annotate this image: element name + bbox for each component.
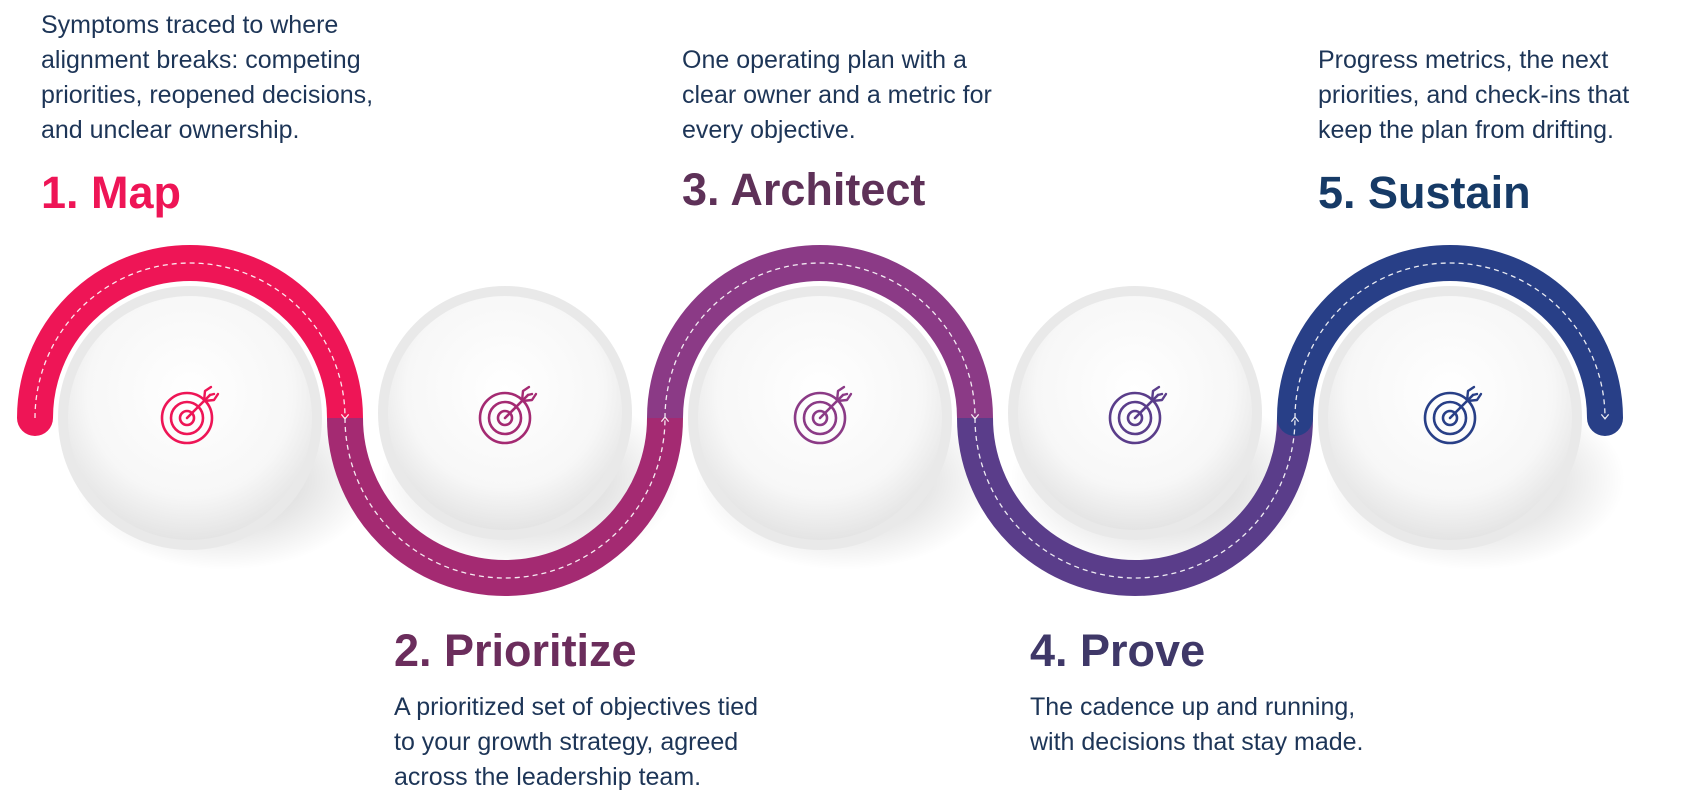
- step-2-description: A prioritized set of objectives tied to …: [394, 690, 758, 795]
- dashed-arrow-5: [1294, 262, 1610, 420]
- step-5-title: 5. Sustain: [1318, 167, 1531, 218]
- step-5-description-line: priorities, and check-ins that: [1318, 81, 1630, 109]
- dashed-arrow-1: [34, 262, 350, 420]
- step-1-description-line: alignment breaks: competing: [41, 46, 361, 74]
- step-3-description-line: One operating plan with a: [682, 46, 967, 74]
- step-4-description-line: The cadence up and running,: [1030, 693, 1356, 721]
- step-2-disc: [378, 286, 632, 540]
- step-2-description-line: A prioritized set of objectives tied: [394, 693, 759, 721]
- step-2-description-line: to your growth strategy, agreed: [394, 728, 739, 756]
- target-icon: [160, 385, 220, 445]
- step-1-description-line: and unclear ownership.: [41, 116, 300, 144]
- step-1-disc: [58, 286, 322, 550]
- step-4-disc: [1008, 286, 1262, 540]
- target-icon: [793, 385, 853, 445]
- step-5-description-line: Progress metrics, the next: [1318, 46, 1609, 74]
- step-3-description-line: every objective.: [682, 116, 856, 144]
- step-1-description: Symptoms traced to where alignment break…: [41, 8, 373, 148]
- step-4-title: 4. Prove: [1030, 625, 1206, 676]
- target-icon: [1108, 385, 1168, 445]
- step-4-description: The cadence up and running, with decisio…: [1030, 690, 1364, 760]
- step-1-description-line: priorities, reopened decisions,: [41, 81, 374, 109]
- step-2-title: 2. Prioritize: [394, 625, 637, 676]
- step-5-description: Progress metrics, the next priorities, a…: [1318, 43, 1629, 148]
- step-5-description-line: keep the plan from drifting.: [1318, 116, 1614, 144]
- step-3-description: One operating plan with a clear owner an…: [682, 43, 992, 148]
- dashed-arrow-2: [344, 416, 670, 579]
- step-3-title: 3. Architect: [682, 164, 926, 215]
- dashed-arrow-4: [974, 416, 1300, 579]
- step-4-description-line: with decisions that stay made.: [1030, 728, 1364, 756]
- step-3-description-line: clear owner and a metric for: [682, 81, 992, 109]
- dashed-arrow-3: [664, 262, 980, 420]
- step-1-description-line: Symptoms traced to where: [41, 11, 339, 39]
- target-icon: [1423, 385, 1483, 445]
- step-1-title: 1. Map: [41, 167, 182, 218]
- step-2-description-line: across the leadership team.: [394, 763, 702, 791]
- target-icon: [478, 385, 538, 445]
